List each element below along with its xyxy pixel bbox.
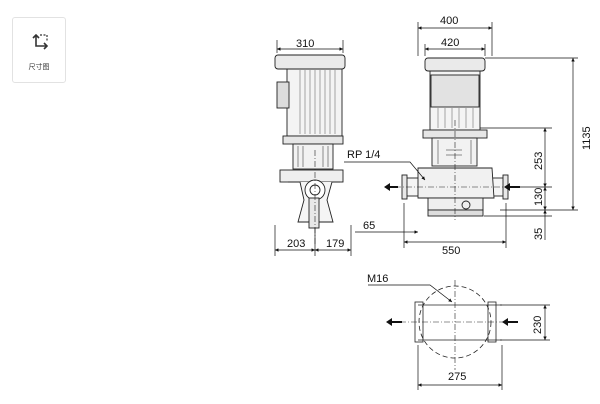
dim-420: 420: [441, 37, 459, 49]
dim-230: 230: [532, 316, 544, 334]
dim-253: 253: [533, 152, 545, 170]
dim-179: 179: [326, 238, 344, 250]
dim-400: 400: [440, 15, 458, 27]
dim-310: 310: [296, 38, 314, 50]
side-view-dimensions: [274, 40, 352, 256]
front-view: [395, 57, 515, 220]
dim-550: 550: [442, 245, 460, 257]
dimension-drawing-button[interactable]: 尺寸图: [12, 17, 66, 83]
dim-203: 203: [287, 238, 305, 250]
dim-35: 35: [533, 228, 545, 240]
dimension-icon: [32, 34, 48, 50]
dim-275: 275: [448, 371, 466, 383]
flow-arrows-front: [384, 183, 520, 191]
front-view-dimensions: [344, 22, 578, 248]
dim-65: 65: [363, 220, 375, 232]
plan-view: [400, 280, 512, 370]
dim-1135: 1135: [581, 126, 593, 150]
port-label: RP 1/4: [347, 149, 380, 161]
dim-130: 130: [533, 188, 545, 206]
side-view: [274, 54, 346, 245]
plan-view-dimensions: [368, 284, 550, 390]
bolt-label: M16: [367, 273, 388, 285]
flow-arrows-plan: [386, 318, 518, 326]
dimension-button-label: 尺寸图: [28, 63, 50, 71]
